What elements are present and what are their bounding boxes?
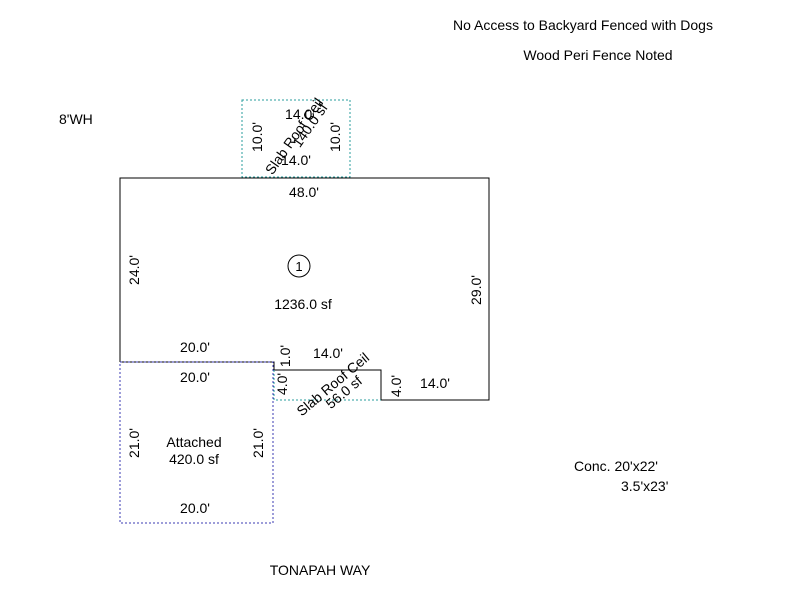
garage-label: Attached bbox=[166, 434, 221, 450]
top-patio-right-dimension: 10.0' bbox=[327, 122, 343, 152]
garage-area: 420.0 sf bbox=[169, 451, 219, 467]
note-fence: Wood Peri Fence Noted bbox=[523, 47, 672, 63]
top-patio-left-dimension: 10.0' bbox=[249, 122, 265, 152]
bottom-patio-right-dimension: 4.0' bbox=[388, 375, 404, 397]
garage-right-dimension: 21.0' bbox=[250, 428, 266, 458]
main-area-marker-circle bbox=[287, 254, 311, 278]
bottom-patio-outline bbox=[273, 370, 381, 401]
main-top-dimension: 48.0' bbox=[289, 184, 319, 200]
main-notch-top-dimension: 14.0' bbox=[313, 345, 343, 361]
main-area-outline bbox=[119, 177, 490, 401]
garage-bottom-dimension: 20.0' bbox=[180, 500, 210, 516]
main-bottom-left-dimension: 20.0' bbox=[180, 339, 210, 355]
top-patio-bottom-dimension: 14.0' bbox=[281, 152, 311, 168]
top-patio-top-dimension: 14.0' bbox=[285, 106, 315, 122]
note-backyard-access: No Access to Backyard Fenced with Dogs bbox=[453, 17, 713, 33]
garage-top-dimension: 20.0' bbox=[180, 369, 210, 385]
main-right-dimension: 29.0' bbox=[468, 275, 484, 305]
garage-left-dimension: 21.0' bbox=[126, 428, 142, 458]
main-left-dimension: 24.0' bbox=[126, 255, 142, 285]
main-bottom-right-dimension: 14.0' bbox=[420, 375, 450, 391]
main-area-marker: 1 bbox=[295, 259, 302, 274]
garage-outline bbox=[119, 361, 274, 524]
bottom-patio-left-dimension: 4.0' bbox=[274, 373, 290, 395]
note-water-heater: 8'WH bbox=[59, 111, 93, 127]
street-name: TONAPAH WAY bbox=[270, 562, 371, 578]
main-area-value: 1236.0 sf bbox=[274, 296, 332, 312]
top-patio-outline bbox=[241, 99, 351, 178]
note-concrete-1: Conc. 20'x22' bbox=[574, 458, 658, 474]
main-notch-vertical-dimension: 1.0' bbox=[277, 345, 293, 367]
note-concrete-2: 3.5'x23' bbox=[621, 478, 668, 494]
